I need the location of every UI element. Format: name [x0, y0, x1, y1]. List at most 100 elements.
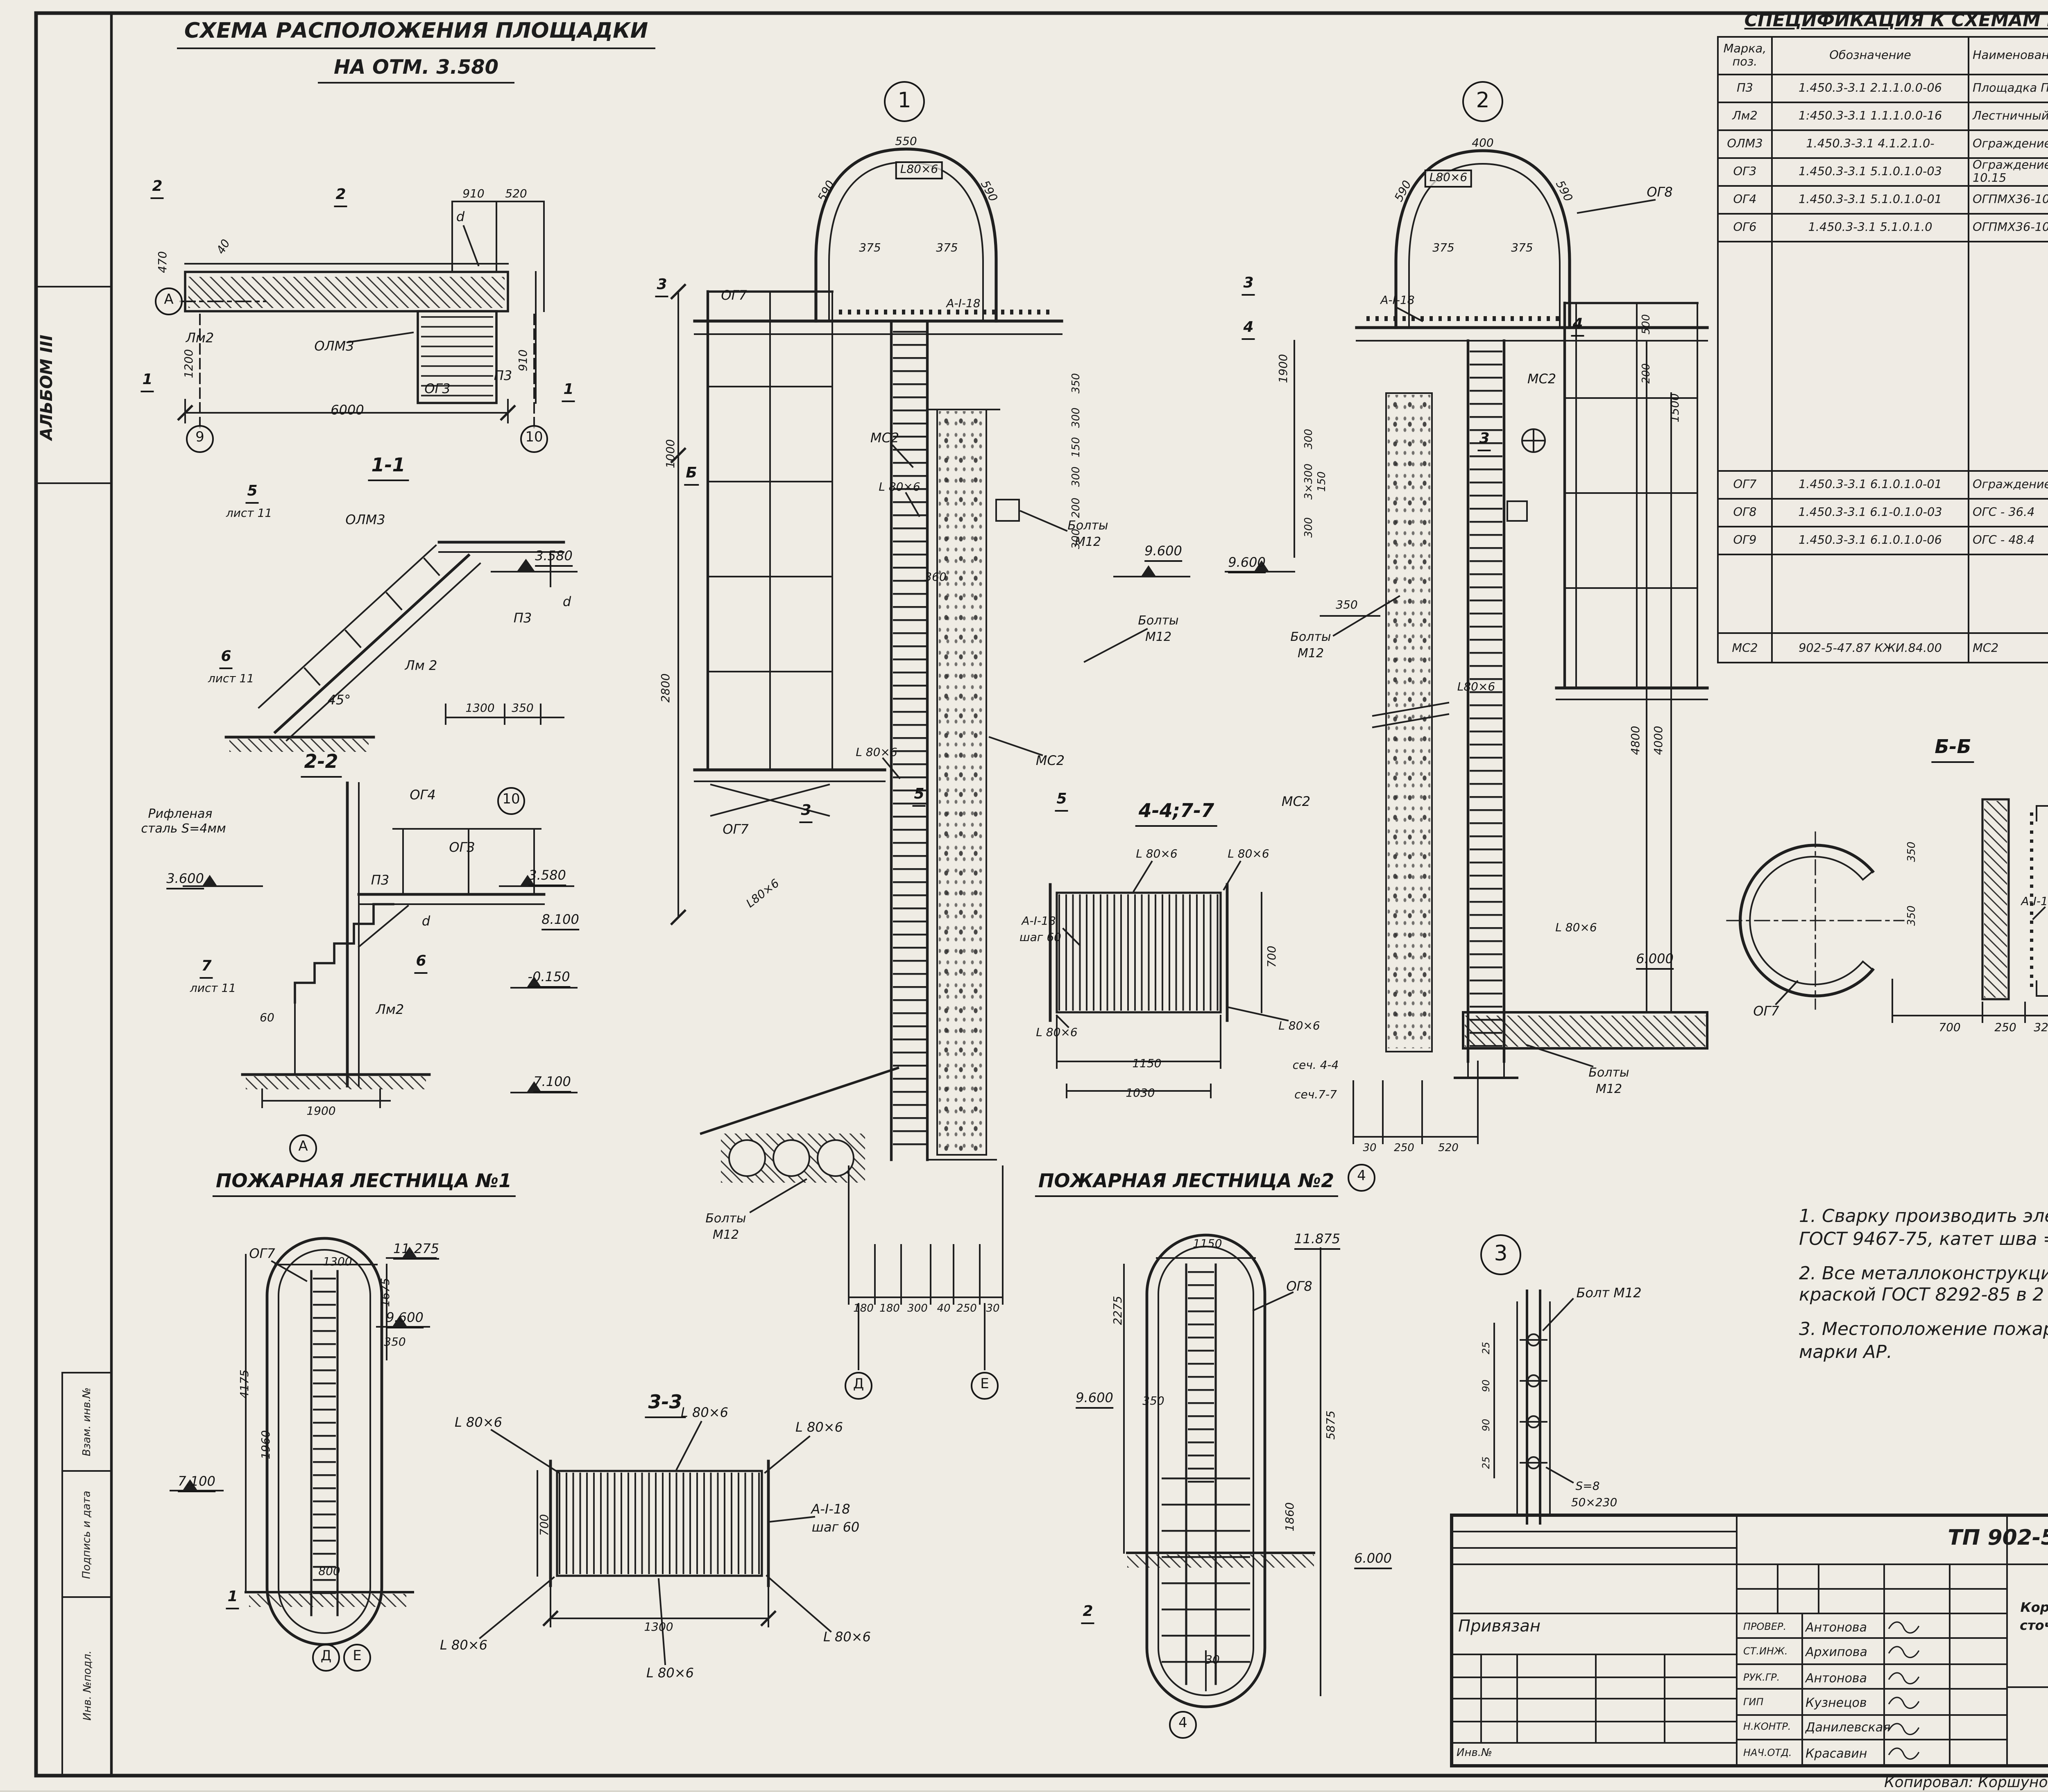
- grating-fill: [1058, 894, 1219, 1011]
- dimension-label: Болт М12: [1576, 1286, 1642, 1301]
- dimension-label: 800: [318, 1565, 340, 1578]
- ground-hatch-fill: [246, 1076, 426, 1089]
- rebar-dots: [2030, 812, 2033, 989]
- signature-name: Антонова: [1806, 1670, 1867, 1685]
- dimension-label: ОГ7: [723, 822, 749, 837]
- spec-cell-mark: ОГ7: [1719, 472, 1773, 498]
- dimension-label: М12: [712, 1227, 739, 1242]
- signature-role: НАЧ.ОТД.: [1743, 1747, 1792, 1759]
- grating-fill: [559, 1473, 760, 1574]
- dimension-label: 375: [1511, 242, 1533, 255]
- level-mark: 3.600: [166, 872, 204, 889]
- grating-4-4-7-7: [1049, 860, 1289, 1098]
- section-mark: 6: [414, 955, 428, 974]
- dimension-label: лист 11: [226, 507, 272, 520]
- dimension-label: 30: [1205, 1654, 1220, 1667]
- dimension-label: 1150: [1132, 1057, 1162, 1070]
- dimension-label: 40: [937, 1302, 951, 1315]
- signature-row: РУК.ГР.Антонова: [1740, 1665, 2007, 1690]
- signature-role: СТ.ИНЖ.: [1743, 1647, 1788, 1659]
- dimension-label: 60: [260, 1011, 274, 1025]
- dimension-label: 150: [1315, 471, 1328, 492]
- section-b-b: [1726, 798, 2048, 1023]
- dimension-label: 90: [1481, 1419, 1493, 1432]
- spec-cell-name: ОГС - 48.4: [1969, 527, 2048, 554]
- dimension-label: 320: [2034, 1021, 2048, 1034]
- section-mark: 5: [1055, 793, 1069, 812]
- dimension-label: лист 11: [208, 672, 254, 686]
- spec-cell-mark: Лм2: [1719, 103, 1773, 129]
- dimension-label: 520: [1438, 1141, 1459, 1154]
- dimension-label: L 80×6: [1036, 1026, 1078, 1039]
- view-bubble: 1: [884, 81, 925, 122]
- dimension-label: 1900: [306, 1105, 336, 1118]
- view-bubble: 3: [1480, 1234, 1521, 1275]
- dimension-label: ОГ3: [449, 840, 475, 855]
- spec-cell-mark: МС2: [1719, 634, 1773, 662]
- dimension-label: 500: [1640, 314, 1653, 335]
- dimension-label: ОГ3: [424, 382, 451, 396]
- grid-bubble: 10: [497, 787, 525, 815]
- signature-name: Данилевская: [1806, 1720, 1891, 1735]
- dimension-label: 200: [1640, 363, 1653, 384]
- dimension-label: сеч. 4-4: [1292, 1059, 1339, 1072]
- dimension-label: 910: [462, 188, 485, 201]
- signature-row: СТ.ИНЖ.Архипова: [1740, 1640, 2007, 1665]
- view-bubble: 2: [1462, 81, 1503, 122]
- level-mark: 9.600: [1144, 545, 1182, 562]
- stair-treads-fill: [421, 316, 493, 398]
- margin-label-inv: Инв. №подл.: [80, 1650, 93, 1721]
- dimension-label: сталь S=4мм: [141, 821, 226, 836]
- spec-cell-mark: ОГ8: [1719, 500, 1773, 526]
- section-2-2: [183, 781, 578, 1108]
- dimension-label: 2275: [1112, 1296, 1125, 1325]
- dimension-label: ОГ7: [249, 1247, 275, 1261]
- dimension-label: 520: [505, 188, 527, 201]
- spec-cell-code: 1.450.3-3.1 4.1.2.1.0-: [1773, 131, 1969, 157]
- dimension-label: 1030: [1126, 1087, 1155, 1100]
- dimension-label: 1860: [1284, 1502, 1297, 1532]
- level-mark: 7.100: [533, 1075, 571, 1093]
- dimension-label: 250: [1994, 1021, 2016, 1034]
- dimension-label: П3: [494, 369, 512, 383]
- dimension-label: L 80×6: [1136, 848, 1178, 861]
- binding-note: Привязан: [1458, 1618, 1541, 1636]
- notes: 1. Сварку производить электродами типа Э…: [1799, 1206, 2048, 1375]
- spec-cell-mark: ОГ9: [1719, 527, 1773, 554]
- dimension-label: 4800: [1629, 726, 1642, 755]
- dimension-label: 2800: [659, 673, 673, 703]
- dimension-label: шаг 60: [811, 1520, 860, 1535]
- section-mark: 2: [1081, 1605, 1095, 1624]
- view-title: Б-Б: [1931, 738, 1975, 762]
- spec-cell-mark: ОГ3: [1719, 159, 1773, 185]
- title-block-lines: [1450, 1514, 2048, 1767]
- spec-cell-code: 1.450.3-3.1 6.1-0.1.0-03: [1773, 500, 1969, 526]
- tower-elevation-1: [670, 147, 1190, 1370]
- dimension-label: L 80×6: [455, 1415, 502, 1430]
- spec-table: СПЕЦИФИКАЦИЯ К СХЕМАМ РАСПОЛОЖЕНИЯ ПЛОЩА…: [1717, 10, 2048, 663]
- dimension-label: 1960: [260, 1430, 273, 1459]
- grating-3-3: [479, 1421, 832, 1665]
- dimension-label: Лм2: [186, 331, 214, 346]
- ladder-rungs-fill: [893, 331, 927, 1153]
- signature-role: ГИП: [1743, 1697, 1764, 1709]
- sheet-frame: [34, 11, 2048, 1778]
- dimension-label: 1200: [183, 349, 196, 378]
- section-mark: 3: [655, 278, 669, 297]
- concrete-fill: [939, 411, 985, 1152]
- level-mark: 9.600: [1228, 556, 1266, 573]
- dimension-label: МС2: [1281, 794, 1311, 809]
- view-title: ПОЖАРНАЯ ЛЕСТНИЦА №2: [1035, 1172, 1338, 1196]
- dimension-label: 1675: [379, 1278, 392, 1307]
- dimension-label: 180: [853, 1302, 874, 1315]
- note-item: 2. Все металлоконструкции окрасить масля…: [1799, 1262, 2048, 1306]
- spec-header-row: Марка, поз.ОбозначениеНаименованиеКолМас…: [1719, 38, 2048, 75]
- bolt-detail-3: [1493, 1290, 1574, 1525]
- spec-cell-name: Ограждение ОГС-18.4: [1969, 472, 2048, 498]
